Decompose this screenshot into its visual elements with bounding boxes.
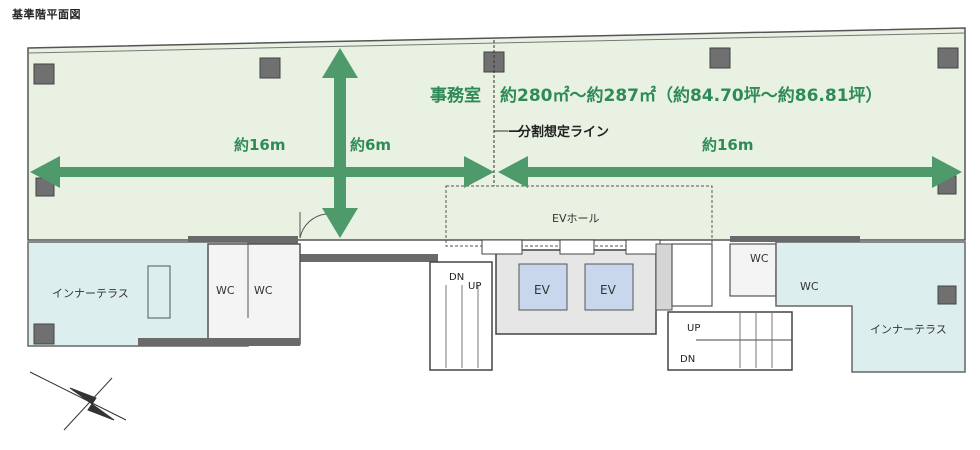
svg-text:—: —: [508, 124, 521, 139]
corridor-wall: [298, 254, 438, 262]
elevator-2-label: EV: [600, 283, 617, 297]
split-line-label: 分割想定ライン: [518, 124, 609, 140]
stair-right-dn: DN: [680, 354, 695, 365]
ev-hall-boundary: [445, 185, 713, 247]
stair-left: [429, 261, 493, 371]
wc-label-3: WC: [750, 252, 769, 265]
core-wall-right: [730, 236, 860, 242]
wc-label-4: WC: [800, 280, 819, 293]
dimension-right-width: 約16m: [702, 136, 754, 154]
inner-terrace-right: [775, 241, 966, 373]
office-label: 事務室: [430, 85, 481, 106]
wc-block-right-1: [729, 243, 777, 297]
office-area-text: 約280㎡～約287㎡（約84.70坪～約86.81坪）: [500, 85, 883, 106]
shaft-right: [671, 243, 713, 307]
dimension-arrows: [30, 48, 962, 238]
wc-label-2: WC: [254, 284, 273, 297]
wc-block-left: [207, 243, 301, 345]
core-wall-left: [188, 236, 298, 244]
elevator-car-1: [518, 263, 568, 311]
dimension-depth: 約6m: [350, 136, 391, 154]
stair-right-up: UP: [687, 323, 700, 334]
elevator-car-2: [584, 263, 634, 311]
wc-label-1: WC: [216, 284, 235, 297]
stair-left-up: UP: [468, 281, 481, 292]
dimension-left-width: 約16m: [234, 136, 286, 154]
stair-right: [667, 311, 793, 371]
compass-icon: [29, 371, 127, 431]
wall-inner-line: [27, 32, 966, 54]
page-title: 基準階平面図: [12, 8, 81, 21]
terrace-left-label: インナーテラス: [52, 287, 129, 300]
terrace-bench: [147, 265, 171, 319]
stair-left-dn: DN: [449, 272, 464, 283]
ev-hall-label: EVホール: [552, 212, 599, 225]
office-area: [27, 27, 966, 241]
elevator-1-label: EV: [534, 283, 551, 297]
terrace-right-label: インナーテラス: [870, 323, 947, 336]
